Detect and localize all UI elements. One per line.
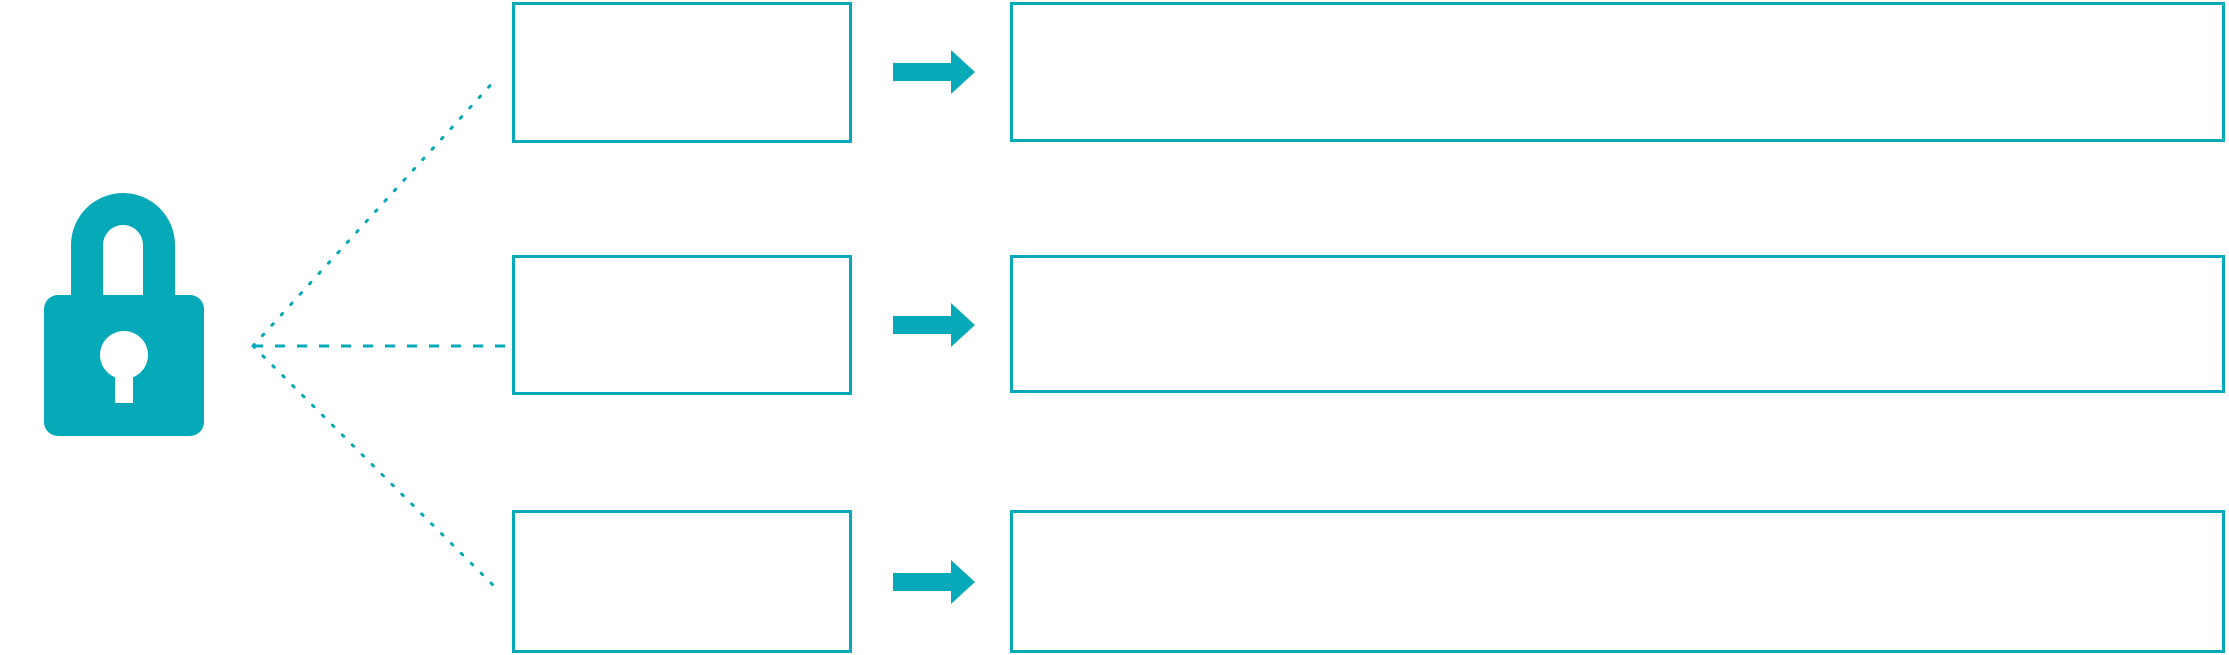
lock-icon bbox=[44, 193, 204, 436]
arrow-right-shape bbox=[893, 560, 975, 604]
cause-box-row-3-text bbox=[515, 513, 849, 533]
effect-box-row-1[interactable] bbox=[1010, 2, 2225, 142]
diagram-row bbox=[0, 2, 2229, 143]
arrow-right-shape bbox=[893, 50, 975, 94]
effect-box-row-3[interactable] bbox=[1010, 510, 2225, 653]
arrow-right-icon-row-2 bbox=[893, 303, 975, 347]
effect-box-row-2[interactable] bbox=[1010, 255, 2225, 393]
cause-box-row-1[interactable] bbox=[512, 2, 852, 143]
arrow-right-shape bbox=[893, 303, 975, 347]
effect-box-row-2-text bbox=[1013, 258, 2222, 278]
diagram-row bbox=[0, 510, 2229, 653]
diagram-row bbox=[0, 255, 2229, 395]
lock-node bbox=[26, 150, 222, 440]
arrow-right-icon-row-1 bbox=[893, 50, 975, 94]
arrow-right-icon-row-3 bbox=[893, 560, 975, 604]
cause-box-row-2-text bbox=[515, 258, 849, 278]
effect-box-row-1-text bbox=[1013, 5, 2222, 25]
lock-shackle bbox=[71, 193, 175, 310]
cause-box-row-3[interactable] bbox=[512, 510, 852, 653]
effect-box-row-3-text bbox=[1013, 513, 2222, 533]
lock-keyhole-stem bbox=[115, 355, 133, 403]
cause-box-row-1-text bbox=[515, 5, 849, 25]
cause-box-row-2[interactable] bbox=[512, 255, 852, 395]
